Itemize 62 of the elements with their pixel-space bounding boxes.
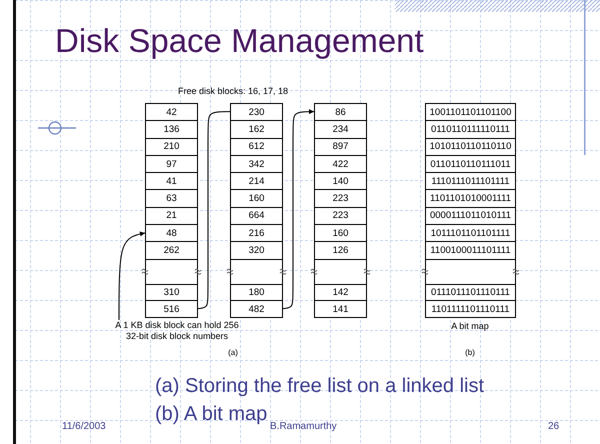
table-cell: 21 bbox=[146, 208, 197, 226]
table-cell: 1011101101101111 bbox=[426, 225, 515, 242]
slide-title: Disk Space Management bbox=[55, 22, 424, 60]
block-column bbox=[145, 103, 198, 318]
table-cell: 63 bbox=[146, 190, 197, 208]
table-cell: 0110110110111011 bbox=[426, 156, 515, 174]
table-cell: 234 bbox=[315, 121, 366, 139]
arrow bbox=[118, 232, 146, 320]
footer-date: 11/6/2003 bbox=[62, 421, 106, 432]
block-column bbox=[230, 103, 283, 318]
block-column bbox=[314, 103, 367, 318]
table-cell: 320 bbox=[231, 242, 282, 260]
table-cell: 126 bbox=[315, 242, 366, 260]
table-cell: 223 bbox=[315, 190, 366, 208]
caption-text: (a) Storing the free list on a linked list bbox=[155, 375, 484, 398]
table-cell: 41 bbox=[146, 173, 197, 190]
table-cell: 230 bbox=[231, 104, 282, 122]
table-cell: 214 bbox=[231, 173, 282, 190]
table-cell: 0111011101110111 bbox=[426, 284, 515, 301]
table-cell: 97 bbox=[146, 156, 197, 174]
table-cell: 223 bbox=[315, 208, 366, 226]
table-cell: 1010110110110110 bbox=[426, 138, 515, 156]
table-cell: 1110111011101111 bbox=[426, 173, 515, 190]
table-cell: 0110110111110111 bbox=[426, 121, 515, 139]
block-column bbox=[425, 103, 516, 318]
table-cell: 142 bbox=[315, 284, 366, 301]
table-cell: 162 bbox=[231, 121, 282, 139]
table-cell: 422 bbox=[315, 156, 366, 174]
table-cell: 210 bbox=[146, 138, 197, 156]
figure-caption: A bit map bbox=[451, 321, 489, 331]
page-number: 26 bbox=[548, 421, 560, 432]
table-cell: 0000111011010111 bbox=[426, 208, 515, 226]
table-cell: 160 bbox=[231, 190, 282, 208]
table-cell: 136 bbox=[146, 121, 197, 139]
table-cell: 516 bbox=[146, 301, 197, 318]
table-cell: 482 bbox=[231, 301, 282, 318]
table-cell: 1101111101110111 bbox=[426, 301, 515, 318]
link-line bbox=[198, 111, 230, 310]
figure-note: Free disk blocks: 16, 17, 18 bbox=[178, 86, 288, 96]
table-cell: 141 bbox=[315, 301, 366, 318]
table-cell: 160 bbox=[315, 225, 366, 242]
table-cell: 180 bbox=[231, 284, 282, 301]
table-cell: 664 bbox=[231, 208, 282, 226]
subfigure-label: (b) bbox=[465, 348, 475, 357]
table-cell: 262 bbox=[146, 242, 197, 260]
table-cell: 42 bbox=[146, 104, 197, 122]
table-cell: 1001101101101100 bbox=[426, 104, 515, 122]
table-cell: 216 bbox=[231, 225, 282, 242]
table-cell: 48 bbox=[146, 225, 197, 242]
table-cell: 310 bbox=[146, 284, 197, 301]
table-cell: 1101101010001111 bbox=[426, 190, 515, 208]
arrow bbox=[282, 109, 314, 310]
table-cell: 86 bbox=[315, 104, 366, 122]
table-cell: 1100100011101111 bbox=[426, 242, 515, 260]
caption-text: (b) A bit map bbox=[155, 403, 268, 426]
annotation-text: A 1 KB disk block can hold 256 32-bit disk block numbers bbox=[113, 320, 241, 342]
table-cell: 342 bbox=[231, 156, 282, 174]
footer-author: B.Ramamurthy bbox=[270, 421, 337, 432]
table-cell: 612 bbox=[231, 138, 282, 156]
table-cell: 140 bbox=[315, 173, 366, 190]
table-cell: 897 bbox=[315, 138, 366, 156]
subfigure-label: (a) bbox=[228, 348, 238, 357]
